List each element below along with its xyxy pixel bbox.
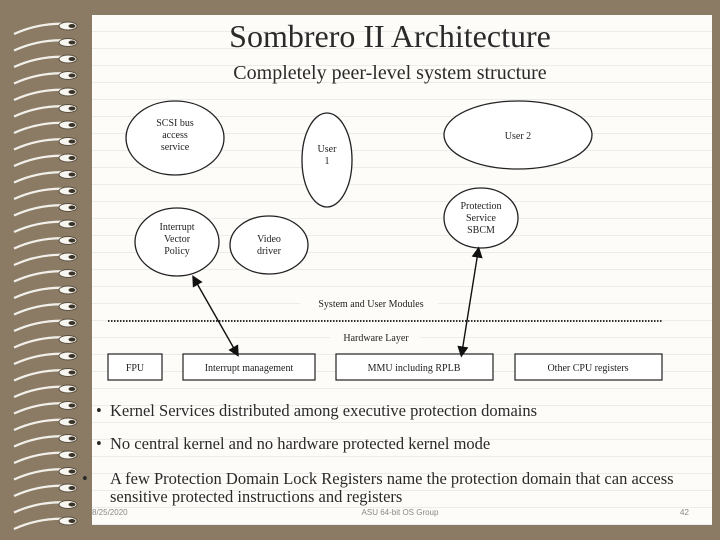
hw-box-fpu: FPU (108, 354, 162, 380)
svg-text:MMU including RPLB: MMU including RPLB (368, 363, 461, 374)
hw-box-mmu: MMU including RPLB (336, 354, 493, 380)
module-label-line: Protection (460, 201, 501, 212)
module-label-line: Service (466, 213, 497, 224)
module-label-line: SCSI bus (156, 118, 194, 129)
hardware-layer-label: Hardware Layer (343, 333, 409, 344)
module-user2: User 2 (444, 101, 592, 169)
arrow-interrupt-to-hw (195, 280, 236, 352)
bullet-item: •A few Protection Domain Lock Registers … (96, 470, 700, 506)
bullet-dot: • (96, 470, 110, 488)
bullet-item: •Kernel Services distributed among execu… (96, 402, 686, 420)
module-label-line: Policy (164, 246, 190, 257)
module-label-line: service (161, 142, 190, 153)
system-modules-label: System and User Modules (318, 299, 423, 310)
module-label-line: access (162, 130, 188, 141)
footer-page-number: 42 (680, 508, 689, 517)
footer-center: ASU 64-bit OS Group (300, 508, 500, 517)
bullet-dot: • (96, 435, 110, 453)
module-label-line: Video (257, 234, 281, 245)
svg-text:FPU: FPU (126, 363, 145, 374)
module-label-line: User (318, 144, 338, 155)
svg-text:Interrupt management: Interrupt management (205, 363, 294, 374)
module-label-line: 1 (325, 156, 330, 167)
arrow-protection-to-mmu (462, 252, 478, 352)
svg-text:User 2: User 2 (505, 131, 531, 142)
module-label-line: Vector (164, 234, 191, 245)
bullet-item: •No central kernel and no hardware prote… (96, 435, 686, 453)
hw-box-interrupt-management: Interrupt management (183, 354, 315, 380)
module-label-line: Interrupt (160, 222, 195, 233)
hw-box-other-cpu-registers: Other CPU registers (515, 354, 662, 380)
module-label-line: driver (257, 246, 282, 257)
module-label-line: SBCM (467, 225, 495, 236)
svg-text:Other CPU registers: Other CPU registers (547, 363, 628, 374)
module-label-line: User 2 (505, 131, 531, 142)
bullet-dot: • (96, 402, 110, 420)
footer-date: 8/25/2020 (92, 508, 128, 517)
